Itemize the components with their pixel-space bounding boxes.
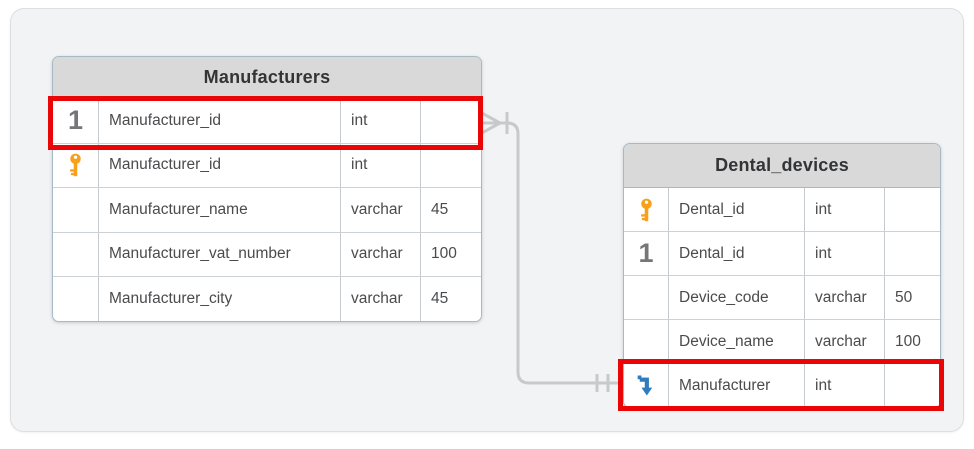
field-name-cell: Manufacturer_vat_number <box>99 232 341 276</box>
field-type-cell: int <box>341 143 421 187</box>
field-name-cell: Manufacturer_name <box>99 188 341 232</box>
primary-key-icon <box>53 143 99 187</box>
primary-key-icon <box>624 188 669 231</box>
field-name-cell: Manufacturer_id <box>99 143 341 187</box>
field-type-cell: varchar <box>341 188 421 232</box>
field-type-cell: int <box>805 364 885 407</box>
cardinality-double-tick-icon <box>595 374 610 392</box>
field-name-cell: Manufacturer_city <box>99 277 341 321</box>
field-size-cell: 45 <box>431 289 449 307</box>
field-type-cell: int <box>341 99 421 143</box>
field-name-cell: Manufacturer <box>669 364 805 407</box>
field-name-cell: Dental_id <box>669 232 805 275</box>
foreign-key-arrow-icon <box>624 364 669 407</box>
field-size-cell <box>421 144 481 188</box>
empty-icon-cell <box>53 232 99 276</box>
field-type-cell: varchar <box>805 320 885 363</box>
field-name-cell: Dental_id <box>669 188 805 231</box>
field-type-cell: int <box>805 188 885 231</box>
field-name-cell: Device_code <box>669 276 805 319</box>
connector-line <box>480 121 624 385</box>
empty-icon-cell <box>53 188 99 232</box>
field-size-cell: 45 <box>431 200 449 218</box>
field-name-cell: Manufacturer_id <box>99 99 341 143</box>
field-size-cell: 100 <box>431 245 457 263</box>
field-type-cell: varchar <box>805 276 885 319</box>
field-type-cell: varchar <box>341 232 421 276</box>
table-title-dental-devices[interactable]: Dental_devices <box>624 144 940 188</box>
index-one-icon: 1 <box>624 232 669 275</box>
empty-icon-cell <box>53 277 99 321</box>
crow-foot-icon <box>479 110 501 136</box>
empty-icon-cell <box>624 320 669 363</box>
field-type-cell: int <box>805 232 885 275</box>
empty-icon-cell <box>624 276 669 319</box>
field-size-cell <box>885 188 940 231</box>
field-size-cell: 50 <box>895 288 913 306</box>
field-size-cell <box>885 232 940 275</box>
field-name-cell: Device_name <box>669 320 805 363</box>
table-title-manufacturers[interactable]: Manufacturers <box>53 57 481 99</box>
field-size-cell <box>885 364 940 407</box>
field-type-cell: varchar <box>341 277 421 321</box>
field-size-cell: 100 <box>895 332 921 350</box>
field-size-cell <box>421 99 481 143</box>
index-one-icon: 1 <box>53 99 99 143</box>
